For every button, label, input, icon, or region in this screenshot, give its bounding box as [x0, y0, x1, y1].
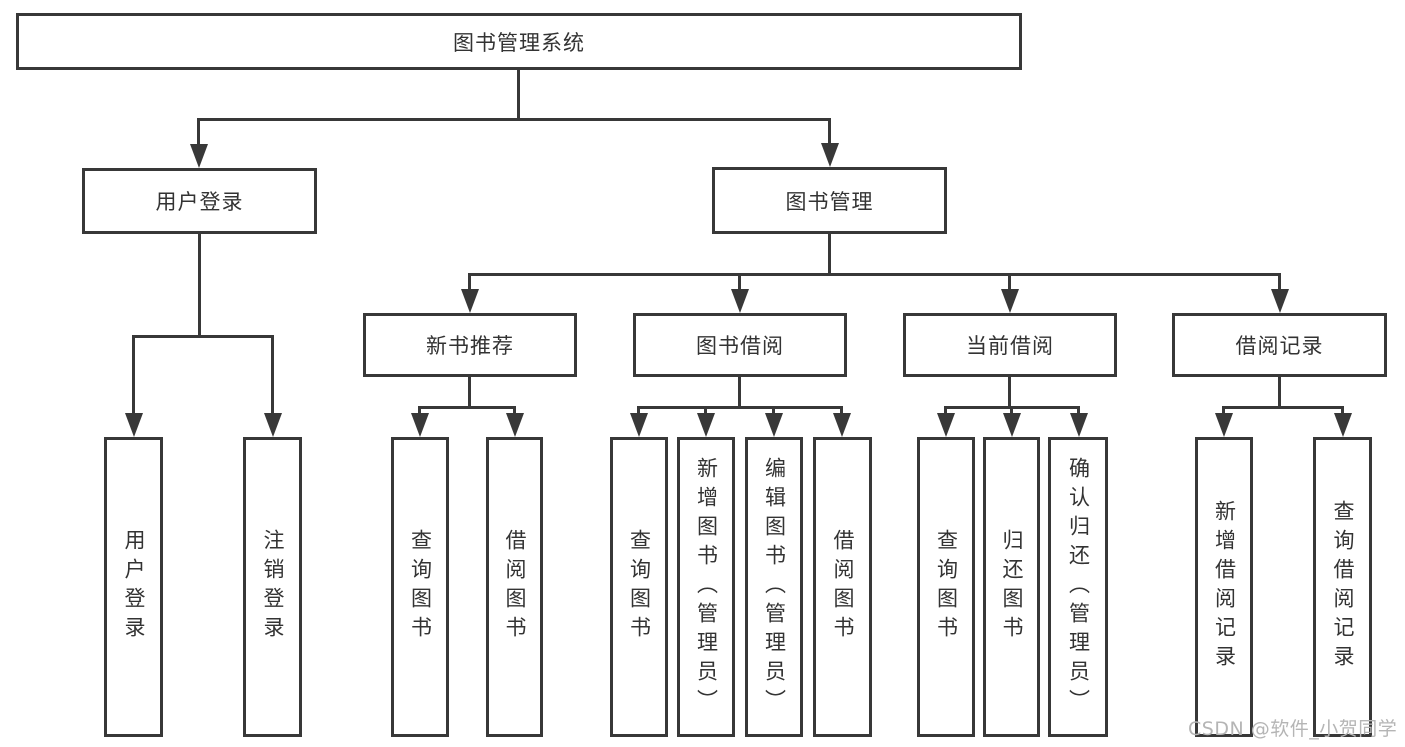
arrowhead-leaf-login-icon: [125, 413, 143, 437]
connector-drop-leaf-login: [132, 335, 135, 419]
connector-login-stem: [198, 234, 201, 338]
arrowhead-qrec-icon: [1334, 413, 1352, 437]
arrowhead-book-borrow-icon: [731, 289, 749, 313]
connector-drop-addrec: [1222, 406, 1225, 418]
arrowhead-current-borrow-icon: [1001, 289, 1019, 313]
connector-bookborrow-stem: [738, 377, 741, 409]
connector-drop-confirm: [1077, 406, 1080, 418]
connector-login-hline: [132, 335, 274, 338]
connector-drop-recommend: [468, 273, 471, 295]
node-current-borrow-label: 当前借阅: [966, 334, 1054, 358]
connector-drop-b2: [840, 406, 843, 418]
leaf-query-books-3: 查询图书: [917, 437, 975, 737]
node-borrow-records: 借阅记录: [1172, 313, 1387, 377]
connector-drop-return: [1010, 406, 1013, 418]
node-new-book-recommend-label: 新书推荐: [426, 334, 514, 358]
connector-records-hline: [1222, 406, 1344, 409]
leaf-confirm-return-admin: 确认归还（管理员）: [1048, 437, 1108, 737]
connector-bookborrow-hline: [637, 406, 843, 409]
connector-drop-leaf-logout: [271, 335, 274, 419]
connector-recommend-hline: [418, 406, 516, 409]
leaf-borrow-books-1-label: 借阅图书: [503, 529, 527, 645]
connector-drop-q2: [637, 406, 640, 418]
node-user-login: 用户登录: [82, 168, 317, 234]
leaf-add-books-admin: 新增图书（管理员）: [677, 437, 735, 737]
arrowhead-addrec-icon: [1215, 413, 1233, 437]
connector-currentborrow-stem: [1008, 377, 1011, 409]
leaf-add-books-admin-label: 新增图书（管理员）: [694, 456, 719, 718]
connector-drop-q3: [944, 406, 947, 418]
node-book-borrow: 图书借阅: [633, 313, 847, 377]
arrowhead-return-icon: [1003, 413, 1021, 437]
arrowhead-edit-icon: [765, 413, 783, 437]
leaf-query-books-1: 查询图书: [391, 437, 449, 737]
csdn-watermark: CSDN @软件_小贺同学: [1188, 718, 1398, 740]
arrowhead-borrow-records-icon: [1271, 289, 1289, 313]
connector-drop-qrec: [1341, 406, 1344, 418]
arrowhead-b1-icon: [506, 413, 524, 437]
node-book-management-label: 图书管理: [785, 189, 874, 214]
leaf-query-books-1-label: 查询图书: [408, 529, 433, 645]
arrowhead-book-mgmt-icon: [821, 143, 839, 167]
leaf-return-books-label: 归还图书: [1000, 529, 1024, 645]
arrowhead-q3-icon: [937, 413, 955, 437]
node-root: 图书管理系统: [16, 13, 1022, 70]
leaf-borrow-books-2: 借阅图书: [813, 437, 872, 737]
connector-mgmt-stem: [828, 234, 831, 276]
leaf-query-books-2: 查询图书: [610, 437, 668, 737]
leaf-add-borrow-record-label: 新增借阅记录: [1212, 500, 1237, 674]
leaf-query-books-3-label: 查询图书: [934, 529, 959, 645]
connector-drop-add: [704, 406, 707, 418]
leaf-add-borrow-record: 新增借阅记录: [1195, 437, 1253, 737]
leaf-return-books: 归还图书: [983, 437, 1040, 737]
leaf-query-borrow-record-label: 查询借阅记录: [1331, 500, 1355, 674]
leaf-user-login-label: 用户登录: [122, 529, 146, 645]
leaf-user-login: 用户登录: [104, 437, 163, 737]
connector-root-stem: [517, 70, 520, 121]
leaf-query-borrow-record: 查询借阅记录: [1313, 437, 1372, 737]
leaf-logout: 注销登录: [243, 437, 302, 737]
arrowhead-q1-icon: [411, 413, 429, 437]
connector-drop-b1: [513, 406, 516, 418]
connector-drop-book-borrow: [738, 273, 741, 295]
leaf-edit-books-admin-label: 编辑图书（管理员）: [762, 456, 787, 718]
arrowhead-b2-icon: [833, 413, 851, 437]
arrowhead-recommend-icon: [461, 289, 479, 313]
leaf-borrow-books-2-label: 借阅图书: [831, 529, 855, 645]
node-book-management: 图书管理: [712, 167, 947, 234]
node-user-login-label: 用户登录: [155, 190, 244, 214]
connector-drop-q1: [418, 406, 421, 418]
arrowhead-confirm-icon: [1070, 413, 1088, 437]
connector-drop-current-borrow: [1008, 273, 1011, 295]
connector-records-stem: [1278, 377, 1281, 409]
leaf-confirm-return-admin-label: 确认归还（管理员）: [1066, 456, 1091, 718]
leaf-query-books-2-label: 查询图书: [627, 529, 652, 645]
arrowhead-leaf-logout-icon: [264, 413, 282, 437]
connector-drop-user-login: [197, 118, 200, 152]
leaf-logout-label: 注销登录: [261, 529, 285, 645]
node-root-label: 图书管理系统: [453, 30, 585, 55]
node-borrow-records-label: 借阅记录: [1235, 334, 1324, 358]
node-new-book-recommend: 新书推荐: [363, 313, 577, 377]
connector-drop-borrow-records: [1278, 273, 1281, 295]
arrowhead-user-login-icon: [190, 144, 208, 168]
connector-level3-hline: [468, 273, 1281, 276]
arrowhead-add-icon: [697, 413, 715, 437]
leaf-borrow-books-1: 借阅图书: [486, 437, 543, 737]
connector-drop-edit: [772, 406, 775, 418]
connector-level1-hline: [197, 118, 831, 121]
node-book-borrow-label: 图书借阅: [696, 334, 784, 358]
leaf-edit-books-admin: 编辑图书（管理员）: [745, 437, 803, 737]
node-current-borrow: 当前借阅: [903, 313, 1117, 377]
arrowhead-q2-icon: [630, 413, 648, 437]
connector-recommend-stem: [468, 377, 471, 409]
connector-drop-book-mgmt: [828, 118, 831, 152]
